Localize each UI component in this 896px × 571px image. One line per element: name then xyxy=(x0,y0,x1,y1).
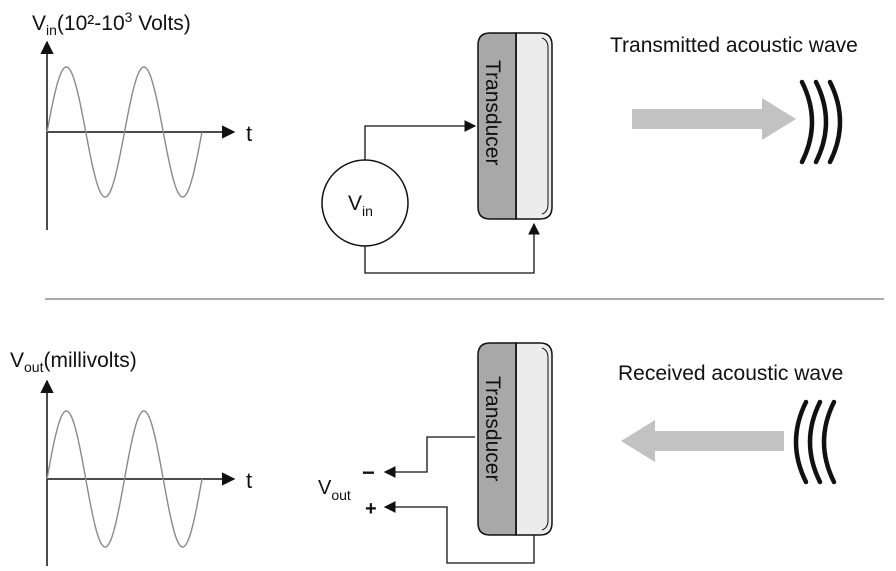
transmit-wire-top xyxy=(364,120,477,160)
receive-section: Vout(millivolts) t Vout − + Transducer R… xyxy=(10,342,843,566)
receive-y-axis-label: Vout(millivolts) xyxy=(10,349,137,375)
negative-terminal: − xyxy=(362,460,375,485)
receive-transducer: Transducer xyxy=(477,342,553,536)
transmit-wire-bottom xyxy=(364,222,540,274)
positive-terminal: + xyxy=(365,498,377,520)
transmit-t-axis-label: t xyxy=(246,121,252,146)
received-wave-arcs xyxy=(793,399,837,485)
voltage-source-label: Vin xyxy=(348,192,373,219)
receive-wire-negative xyxy=(383,436,475,478)
receive-wire-positive xyxy=(383,501,535,564)
receive-t-axis-label: t xyxy=(246,468,252,493)
receive-transducer-label: Transducer xyxy=(481,376,504,481)
receive-direction-arrow xyxy=(621,420,784,462)
transmit-transducer-label: Transducer xyxy=(481,60,504,165)
received-wave-label: Received acoustic wave xyxy=(618,362,843,385)
output-voltage-label: Vout xyxy=(318,477,351,503)
transmitted-wave-arcs xyxy=(799,79,843,165)
transmit-direction-arrow xyxy=(632,98,796,140)
transmit-section: Vin(10²-103 Volts) t Vin Transducer Tran… xyxy=(32,9,858,274)
receive-output-signal xyxy=(46,410,203,548)
transmitted-wave-label: Transmitted acoustic wave xyxy=(610,34,858,57)
transmit-transducer: Transducer xyxy=(477,32,553,220)
transmit-y-axis-label: Vin(10²-103 Volts) xyxy=(32,9,191,38)
transmit-input-signal xyxy=(46,66,203,198)
